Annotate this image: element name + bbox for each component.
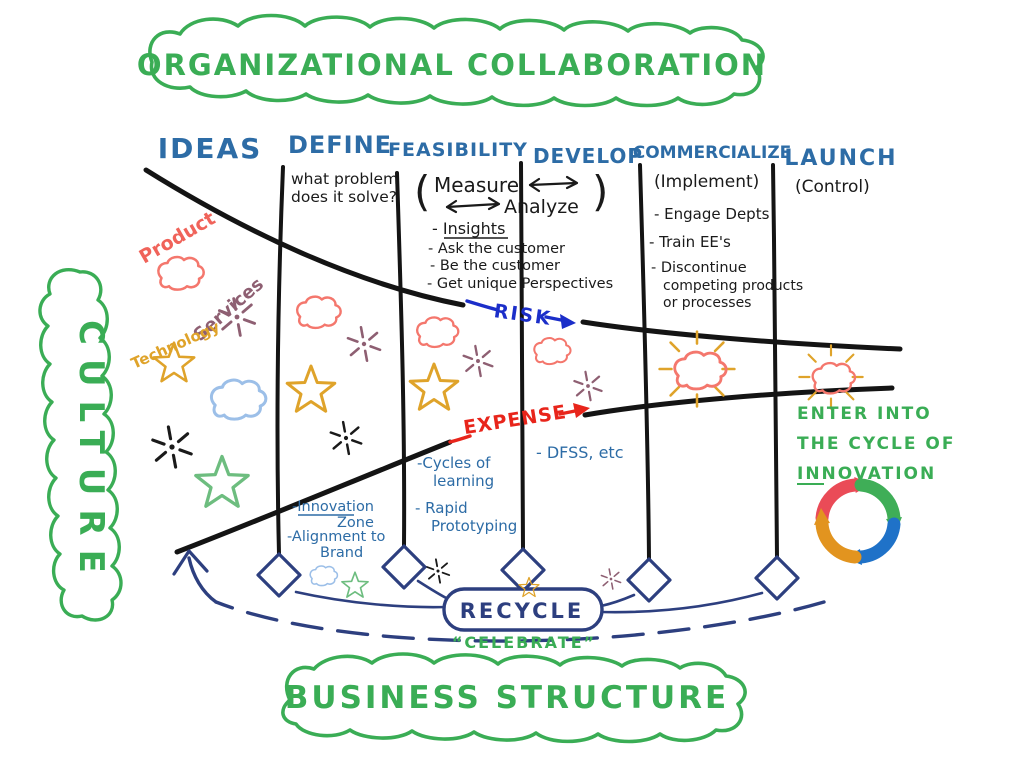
- gate-line-commercialize: [638, 163, 651, 561]
- sparkle-doodle: [329, 420, 363, 456]
- measure-double-arrow: [528, 175, 579, 193]
- launch-note-1: (Control): [795, 177, 870, 197]
- commercialize-note-4: - Discontinue: [651, 260, 747, 276]
- sparkle-doodle: [600, 568, 622, 590]
- feasibility-blue-3: - Rapid: [415, 499, 468, 517]
- cloud-doodle: [533, 337, 572, 366]
- sparkle-doodle: [346, 325, 382, 363]
- stage-label-ideas: IDEAS: [158, 132, 263, 165]
- funnel-bottom-line-left: [174, 439, 453, 555]
- gate-diamonds: [256, 544, 800, 603]
- diamond-commercialize: [626, 557, 672, 603]
- expense-arrow: EXPENSE: [448, 401, 590, 444]
- diamond-define: [256, 552, 302, 598]
- define-blue-2: Zone: [337, 515, 374, 531]
- feasibility-note-4: - Get unique Perspectives: [427, 276, 613, 292]
- commercialize-note-1: (Implement): [654, 172, 759, 192]
- sparkle-doodle: [462, 344, 494, 378]
- define-note-2: does it solve?: [291, 188, 397, 206]
- feasibility-blue-4: Prototyping: [431, 517, 517, 535]
- commercialize-note-5: competing products: [663, 278, 803, 294]
- analyze-double-arrow: [445, 196, 501, 214]
- commercialize-note-2: - Engage Depts: [654, 205, 770, 223]
- diamond-feasibility: [381, 544, 427, 590]
- recycle-dashed-arrow: [172, 549, 826, 643]
- business-structure-bubble: [281, 652, 747, 744]
- culture-title: CULTURE: [71, 320, 111, 587]
- gate-line-develop: [519, 161, 525, 551]
- cloud-doodle: [416, 316, 460, 349]
- expense-label: EXPENSE: [462, 401, 568, 439]
- feasibility-note-2: - Ask the customer: [428, 241, 565, 257]
- cloud-doodle: [309, 565, 339, 587]
- sparkle-doodle: [425, 558, 451, 584]
- measure-paren-close: ): [592, 167, 608, 216]
- funnel-top-line-right: [580, 319, 903, 352]
- stage-label-feasibility: FEASIBILITY: [388, 139, 528, 161]
- risk-arrow: RISK: [465, 299, 576, 330]
- product-label: Product: [136, 207, 220, 268]
- sparkle-doodle: [151, 425, 193, 469]
- sparkle-doodle: [573, 370, 603, 402]
- celebrate-label: “CELEBRATE”: [452, 633, 596, 652]
- star-doodle: [408, 362, 460, 411]
- sun-cloud-doodle: [658, 330, 736, 408]
- stage-label-define: DEFINE: [288, 131, 392, 159]
- measure-paren-open: (: [414, 167, 430, 216]
- define-note-1: what problem: [291, 170, 398, 188]
- cycle-text-line2: THE CYCLE OF: [797, 434, 955, 454]
- star-doodle: [285, 364, 337, 413]
- develop-blue-1: - DFSS, etc: [536, 443, 624, 462]
- recycle-oval: [442, 587, 604, 632]
- gate-line-launch: [771, 163, 779, 559]
- diamond-launch: [754, 555, 800, 601]
- org-collaboration-title: ORGANIZATIONAL COLLABORATION: [137, 48, 767, 82]
- sun-cloud-doodle: [798, 344, 864, 410]
- star-doodle: [341, 571, 369, 598]
- cycle-text-line1: ENTER INTO: [797, 404, 932, 424]
- define-blue-1: -Innovation: [292, 499, 374, 515]
- feasibility-blue-1: -Cycles of: [417, 454, 491, 472]
- define-blue-4: Brand: [320, 545, 363, 561]
- cloud-doodle: [295, 295, 342, 330]
- gate-line-feasibility: [395, 171, 407, 548]
- recycle-label: RECYCLE: [460, 599, 585, 623]
- gate-line-define: [275, 165, 285, 556]
- business-structure-title: BUSINESS STRUCTURE: [285, 680, 729, 716]
- culture-bubble: [38, 268, 123, 622]
- define-blue-3: -Alignment to: [287, 529, 385, 545]
- risk-label: RISK: [493, 300, 554, 330]
- measure-label: Measure: [434, 173, 519, 197]
- commercialize-note-6: or processes: [663, 295, 751, 311]
- org-collaboration-bubble: [148, 13, 765, 108]
- feasibility-note-1: - Insights: [432, 219, 505, 238]
- stage-label-launch: LAUNCH: [784, 146, 897, 171]
- analyze-label: Analyze: [504, 196, 579, 218]
- cycle-text-line3: INNOVATION: [797, 464, 936, 484]
- cloud-doodle: [209, 378, 268, 421]
- stage-label-commercialize: COMMERCIALIZE: [633, 143, 792, 163]
- star-doodle: [194, 454, 250, 508]
- stage-label-develop: DEVELOP: [533, 144, 643, 168]
- feasibility-blue-2: learning: [433, 472, 494, 490]
- feasibility-note-3: - Be the customer: [430, 258, 560, 274]
- commercialize-note-3: - Train EE's: [649, 233, 731, 251]
- cycle-arrows-icon: [814, 477, 902, 565]
- cloud-doodle: [157, 255, 205, 291]
- funnel-top-line-left: [143, 167, 466, 308]
